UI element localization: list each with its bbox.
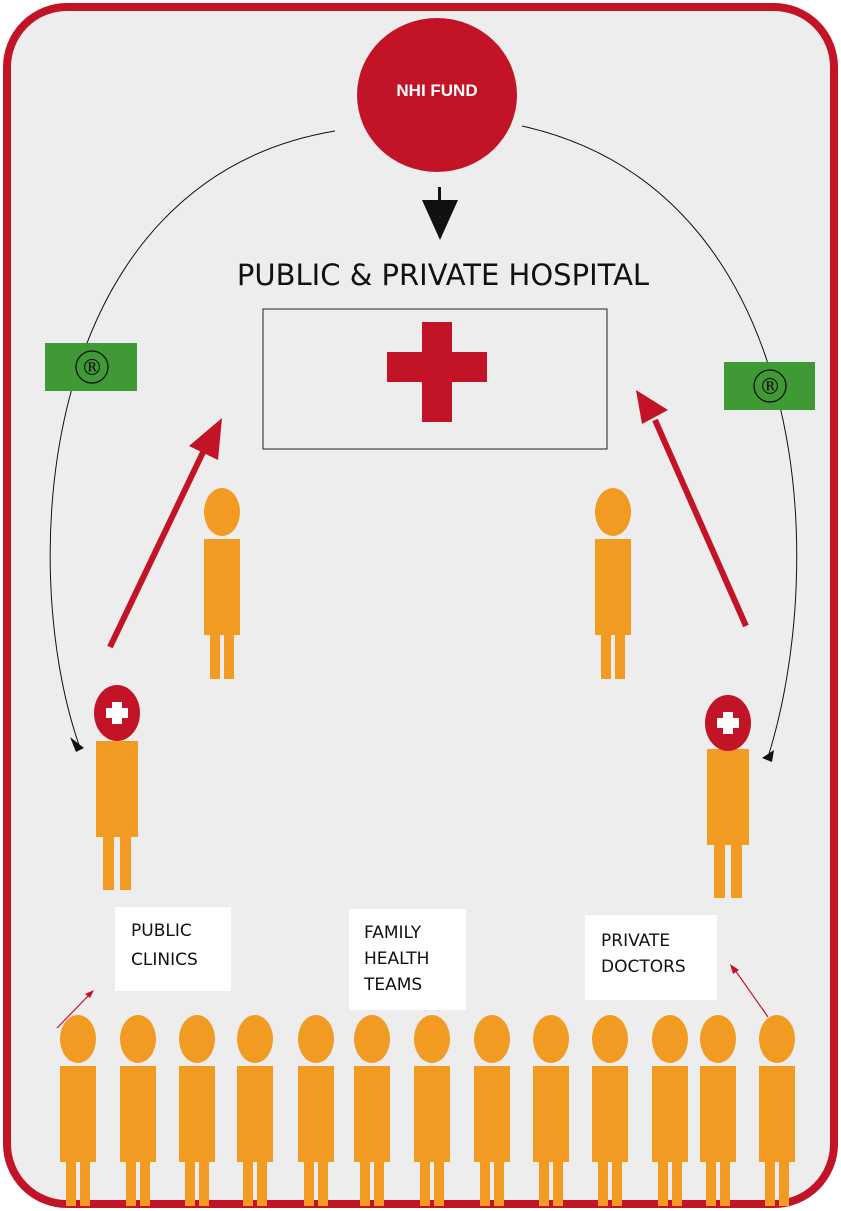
nhi-fund-label: NHI FUND xyxy=(396,81,477,100)
hospital-box xyxy=(262,308,608,450)
fund-arrow-shaft xyxy=(438,187,441,209)
referral-arrow-right-shaft xyxy=(652,418,749,628)
public-clinics-box xyxy=(115,907,231,991)
registration-mark-right: ® xyxy=(759,375,781,400)
registration-mark-left: ® xyxy=(81,356,103,381)
referral-arrow-left-shaft xyxy=(107,446,208,649)
funding-curve-left-arrowhead xyxy=(70,737,84,752)
funding-curve-right-arrowhead xyxy=(762,750,774,762)
public-clinics-label: PUBLIC CLINICS xyxy=(131,921,198,970)
private-doctors-label: PRIVATE DOCTORS xyxy=(601,931,686,977)
small-arrow-right-head xyxy=(730,964,739,974)
referral-arrow-right-head xyxy=(636,390,668,424)
nhi-fund-circle xyxy=(357,18,517,172)
family-health-teams-box xyxy=(349,909,466,1010)
registration-icon-right xyxy=(753,369,787,403)
private-doctor-practitioner xyxy=(705,695,751,898)
hospital-cross-icon xyxy=(387,322,487,422)
hospital-title: PUBLIC & PRIVATE HOSPITAL xyxy=(237,258,649,292)
private-doctors-box xyxy=(585,915,717,1000)
small-arrow-left-head xyxy=(85,990,94,998)
fund-arrow-head xyxy=(422,200,458,240)
referral-arrow-left-head xyxy=(189,418,222,460)
registration-icon-left xyxy=(75,350,109,384)
small-arrow-left-shaft xyxy=(56,994,90,1029)
public-clinic-practitioner xyxy=(94,685,140,890)
small-arrow-right-shaft xyxy=(734,969,769,1018)
family-health-teams-label: FAMILY HEALTH TEAMS xyxy=(363,923,435,995)
